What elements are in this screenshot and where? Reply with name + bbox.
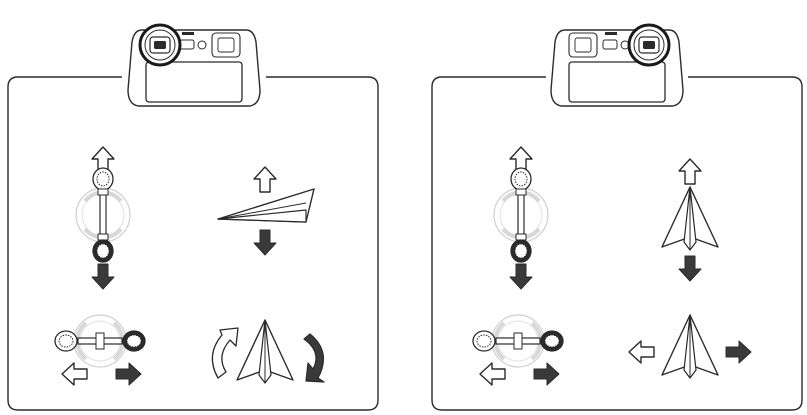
down-filled-arrow-icon <box>91 263 115 290</box>
panel-right <box>431 23 803 411</box>
panel-left <box>7 23 379 411</box>
up-outline-arrow-icon <box>253 166 277 193</box>
rotate-clockwise-filled-arrow-icon <box>303 333 325 383</box>
right-filled-arrow-icon <box>115 362 142 386</box>
down-filled-arrow-icon <box>253 229 277 256</box>
down-filled-arrow-icon <box>509 263 533 290</box>
left-outline-arrow-icon <box>628 340 655 364</box>
joystick-horizontal-icon <box>471 313 565 369</box>
right-stick-icon <box>211 32 241 58</box>
joystick-horizontal-icon <box>53 313 147 369</box>
rotate-counterclockwise-outline-arrow-icon <box>211 327 239 379</box>
left-outline-arrow-icon <box>479 362 506 386</box>
plane-top-icon <box>661 186 719 251</box>
left-outline-arrow-icon <box>61 362 88 386</box>
plane-climb-side-icon <box>217 188 315 223</box>
right-filled-arrow-icon <box>725 340 752 364</box>
down-filled-arrow-icon <box>678 255 702 282</box>
plane-top-icon <box>661 314 719 379</box>
panel-right-frame <box>431 76 803 411</box>
plane-top-icon <box>236 319 294 384</box>
panel-left-frame <box>7 76 379 411</box>
up-outline-arrow-icon <box>678 158 702 185</box>
left-stick-icon <box>568 32 598 58</box>
right-filled-arrow-icon <box>533 362 560 386</box>
remote-controller-icon <box>550 23 684 107</box>
right-stick-highlight-icon <box>627 23 671 67</box>
remote-controller-icon <box>127 23 261 107</box>
joystick-vertical-icon <box>74 166 132 264</box>
joystick-vertical-icon <box>492 166 550 264</box>
left-stick-highlight-icon <box>138 23 182 67</box>
